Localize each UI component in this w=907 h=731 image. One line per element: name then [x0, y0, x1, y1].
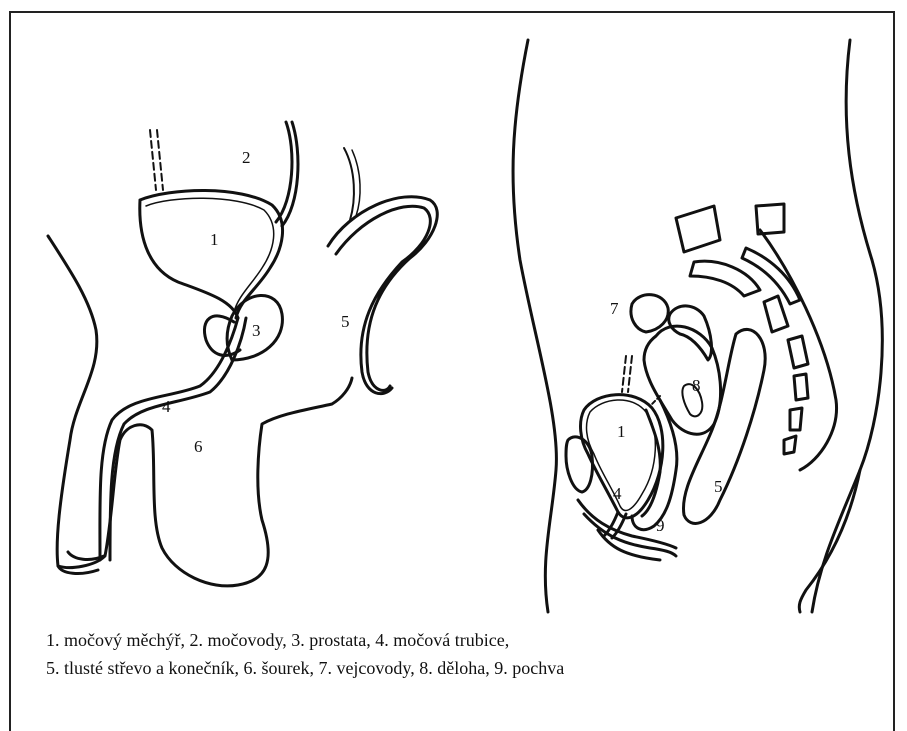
female-sacrum-1	[690, 261, 760, 296]
female-sacrum-2	[742, 248, 800, 304]
male-bladder	[140, 190, 283, 318]
male-body-outline	[48, 236, 352, 586]
female-back-outline	[812, 40, 882, 612]
anatomy-figure	[0, 0, 907, 705]
male-label-colon: 5	[341, 313, 350, 330]
female-pubic-bone	[566, 437, 593, 492]
female-uterus	[644, 326, 721, 434]
male-label-prostate: 3	[252, 322, 261, 339]
male-label-bladder: 1	[210, 231, 219, 248]
male-label-scrotum: 6	[194, 438, 203, 455]
female-sacrum-4	[788, 336, 808, 368]
female-label-colon: 5	[714, 478, 723, 495]
female-label-fallopian-tubes: 7	[610, 300, 619, 317]
male-diagram	[48, 122, 437, 586]
female-spine-line	[760, 230, 837, 470]
female-tube-1	[631, 295, 668, 332]
female-coccyx	[784, 436, 796, 454]
male-colon	[328, 197, 437, 394]
figure-caption: 1. močový měchýř, 2. močovody, 3. prosta…	[46, 626, 564, 682]
male-seminal	[204, 316, 240, 356]
female-front-outline	[513, 40, 556, 612]
female-vertebra-1	[676, 206, 720, 252]
female-label-uterus: 8	[692, 377, 701, 394]
female-sacrum-5	[794, 374, 808, 400]
female-label-bladder: 1	[617, 423, 626, 440]
female-tube-2	[669, 306, 712, 360]
caption-line-1: 1. močový měchýř, 2. močovody, 3. prosta…	[46, 626, 564, 654]
male-ureter	[276, 122, 298, 226]
female-sacrum-3	[764, 296, 788, 332]
male-label-ureters: 2	[242, 149, 251, 166]
caption-line-2: 5. tlusté střevo a konečník, 6. šourek, …	[46, 654, 564, 682]
female-label-urethra: 4	[613, 485, 622, 502]
female-diagram	[513, 40, 882, 612]
female-label-vagina: 9	[656, 517, 665, 534]
male-label-urethra: 4	[162, 398, 171, 415]
male-ureter-dashed	[150, 130, 163, 190]
female-sacrum-6	[790, 408, 802, 430]
female-ureter-dashed	[622, 356, 632, 392]
female-rectum	[683, 329, 765, 523]
